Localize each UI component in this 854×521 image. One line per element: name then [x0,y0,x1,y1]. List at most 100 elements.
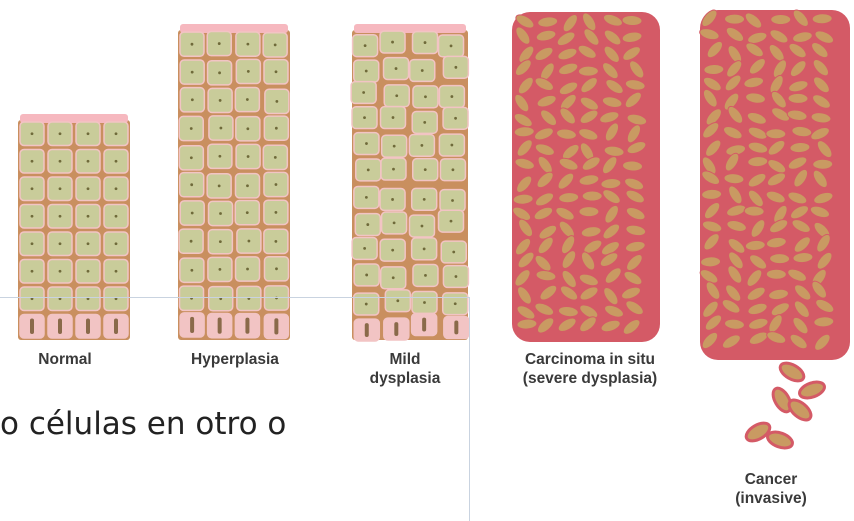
hyperplasia-column-nucleus [275,127,278,130]
normal-column-nucleus [115,242,118,245]
mild-dysplasia-column-nucleus [451,199,454,202]
mild-dysplasia-column-nucleus [421,69,424,72]
hyperplasia-column-nucleus [218,318,222,334]
normal-column-nucleus [30,319,34,335]
mild-dysplasia-column-nucleus [366,223,369,226]
carcinoma-in-situ-column-cell [579,207,599,217]
mild-dysplasia-column-nucleus [393,145,396,148]
invasive-cancer-column-cell [813,159,833,169]
normal-column-nucleus [59,242,62,245]
mild-dysplasia-column-nucleus [450,95,453,98]
invasive-detached-cell [786,396,815,423]
hyperplasia-column-nucleus [246,127,249,130]
hyperplasia-column-nucleus [246,98,249,101]
hyperplasia-column-nucleus [274,240,277,243]
hyperplasia-column-nucleus [190,127,193,130]
normal-column-nucleus [31,132,34,135]
hyperplasia-column-nucleus [247,70,250,73]
label-mild-dysplasia: Mild dysplasia [350,350,460,388]
normal-column-nucleus [87,160,90,163]
mild-dysplasia-column-nucleus [393,222,396,225]
mild-dysplasia-column-nucleus [424,95,427,98]
carcinoma-in-situ-column-cell [578,66,598,76]
invasive-cancer-column-cell [771,15,791,25]
invasive-cancer-column-cell [766,269,786,279]
hyperplasia-column-nucleus [275,100,278,103]
mild-dysplasia-column-nucleus [392,168,395,171]
mild-dysplasia-column-nucleus [367,169,370,172]
mild-dysplasia-column-nucleus [391,41,394,44]
mild-dysplasia-column-nucleus [391,198,394,201]
mild-dysplasia-column-nucleus [395,94,398,97]
normal-column-nucleus [87,215,90,218]
mild-dysplasia-column-nucleus [450,44,453,47]
normal-column-nucleus [86,319,90,335]
hyperplasia-column-nucleus [191,43,194,46]
hyperplasia-column-nucleus [246,211,249,214]
mild-dysplasia-column-nucleus [424,168,427,171]
invasive-cancer-column-cell [788,93,808,103]
normal-column-nucleus [115,132,118,135]
hyperplasia-column-nucleus [218,155,221,158]
mild-dysplasia-column-nucleus [423,198,426,201]
invasive-cancer-column-cell [812,13,832,24]
mild-dysplasia-column-nucleus [395,67,398,70]
normal-column-nucleus [115,160,118,163]
hyperplasia-column-nucleus [191,71,194,74]
normal-column-nucleus [59,132,62,135]
mild-dysplasia-column-nucleus [365,274,368,277]
normal-column-nucleus [87,132,90,135]
mild-dysplasia-column-nucleus [450,220,453,223]
normal-column-nucleus [59,160,62,163]
hyperplasia-column-nucleus [190,183,193,186]
mild-dysplasia-column-nucleus [424,274,427,277]
invasive-cancer-column-cell [744,206,764,217]
normal-column-nucleus [115,215,118,218]
hyperplasia-column-nucleus [190,317,194,333]
normal-column-nucleus [58,319,62,335]
normal-column-nucleus [87,187,90,190]
mild-dysplasia-column-nucleus [454,302,457,305]
hyperplasia-column-nucleus [246,184,249,187]
hyperplasia-column-nucleus [219,99,222,102]
label-normal: Normal [10,350,120,369]
mild-dysplasia-column-nucleus [452,168,455,171]
invasive-detached-cell [777,359,807,384]
invasive-detached-cell [797,379,826,401]
hyperplasia-column-nucleus [248,240,251,243]
mild-dysplasia-column-nucleus [454,66,457,69]
hyperplasia-column-nucleus [274,156,277,159]
normal-column-nucleus [31,187,34,190]
mild-dysplasia-column-nucleus [391,249,394,252]
text-box-top-border [0,297,470,298]
mild-dysplasia-column-nucleus [394,322,398,336]
mild-dysplasia-column-nucleus [423,121,426,124]
mild-dysplasia-column-nucleus [422,318,426,332]
mild-dysplasia-column-nucleus [365,303,368,306]
mild-dysplasia-column-nucleus [423,301,426,304]
mild-dysplasia-column-nucleus [363,247,366,250]
hyperplasia-column-nucleus [275,211,278,214]
normal-column-nucleus [114,319,118,335]
hyperplasia-column-nucleus [246,268,249,271]
hyperplasia-column-nucleus [190,240,193,243]
mild-dysplasia-column-nucleus [392,276,395,279]
hyperplasia-column-nucleus [191,98,194,101]
normal-column-nucleus [115,187,118,190]
mild-dysplasia-column-nucleus [365,196,368,199]
invasive-cancer-column-cell [770,253,790,263]
normal-column-nucleus [31,270,34,273]
hyperplasia-column-nucleus [190,156,193,159]
carcinoma-in-situ-column-cell [582,191,602,201]
label-carcinoma-in-situ: Carcinoma in situ (severe dysplasia) [490,350,690,388]
mild-dysplasia-column-nucleus [363,116,366,119]
hyperplasia-column-nucleus [218,42,221,45]
mild-dysplasia-column-nucleus [454,117,457,120]
label-cancer-invasive: Cancer (invasive) [716,470,826,508]
invasive-detached-cell [765,429,794,451]
hyperplasia-column-nucleus [247,155,250,158]
label-hyperplasia: Hyperplasia [160,350,310,369]
hyperplasia-column-nucleus [219,268,222,271]
normal-column-nucleus [59,215,62,218]
